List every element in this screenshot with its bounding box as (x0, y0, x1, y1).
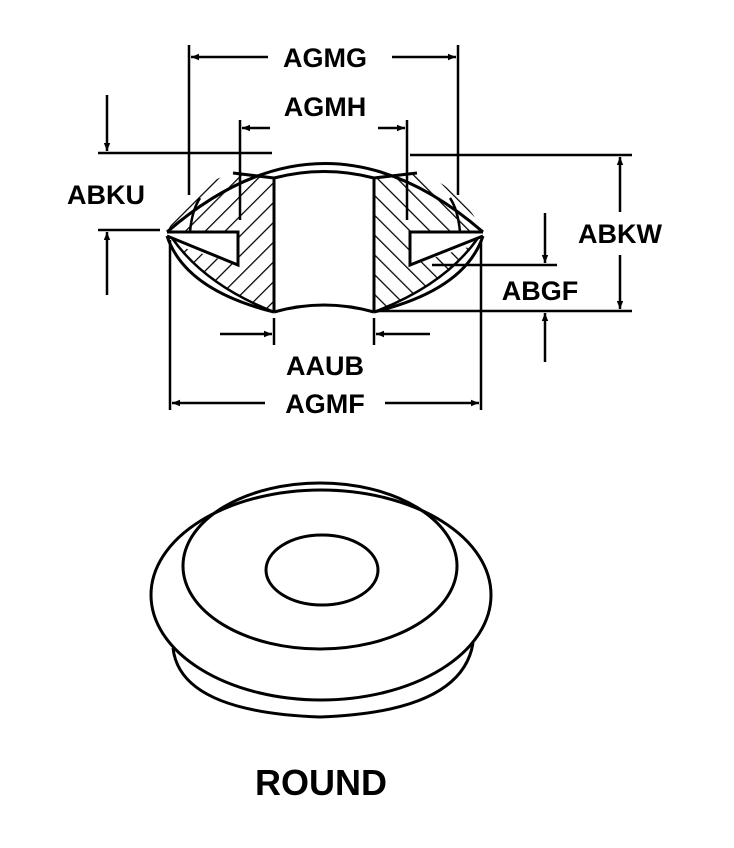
top-face-ellipse (181, 481, 459, 651)
center-hole (264, 533, 380, 607)
cross-section (165, 162, 485, 314)
bottom-rim (171, 642, 475, 719)
label-abku: ABKU (67, 180, 145, 210)
label-abgf: ABGF (502, 276, 579, 306)
label-agmg: AGMG (283, 43, 367, 73)
label-aaub: AAUB (286, 351, 364, 381)
label-abkw: ABKW (578, 219, 662, 249)
flange-ellipse (149, 488, 493, 702)
label-agmf: AGMF (285, 389, 364, 419)
label-agmh: AGMH (284, 92, 367, 122)
dimension-lines (98, 45, 632, 410)
isometric-view (149, 481, 493, 719)
left-hatched-wall (167, 173, 274, 312)
caption-round: ROUND (255, 762, 387, 803)
